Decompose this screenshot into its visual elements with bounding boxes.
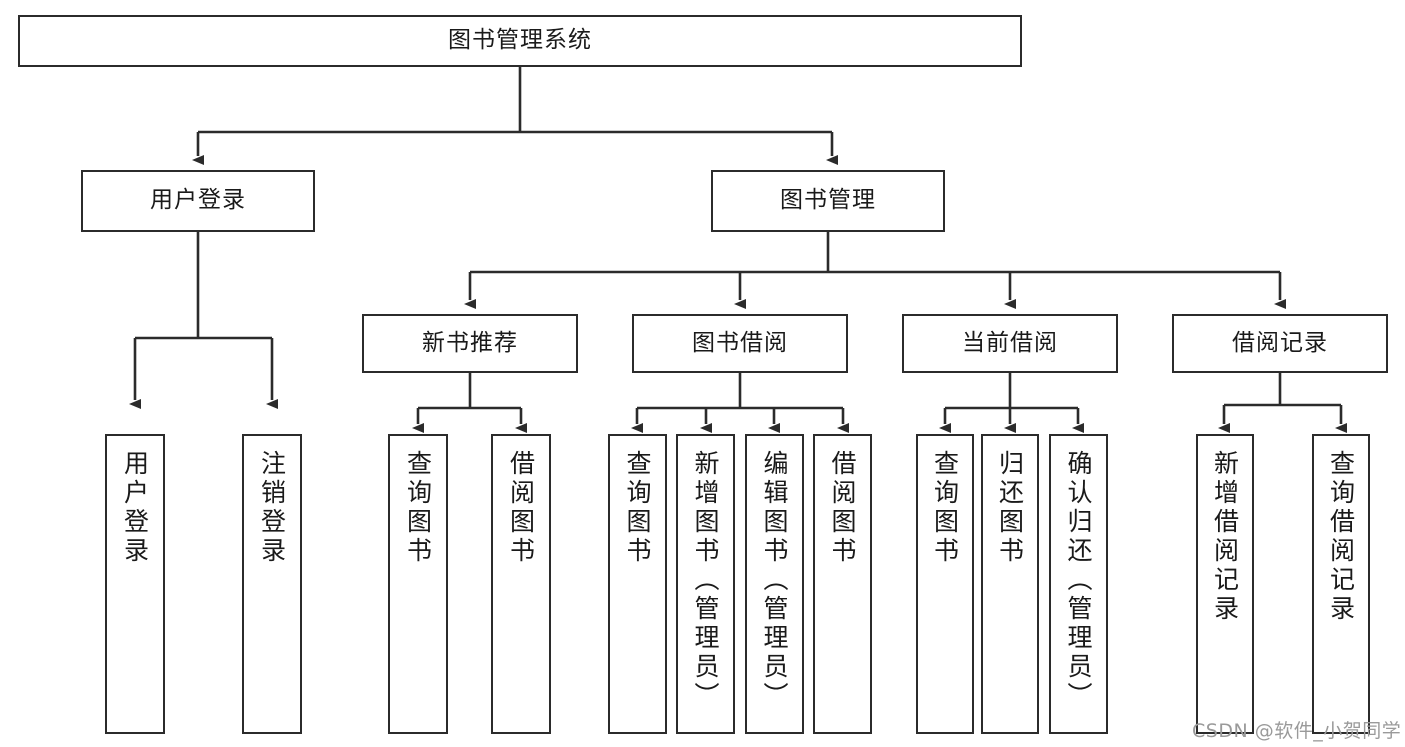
node-label: 注销登录 xyxy=(257,450,287,566)
leaf-add-book-admin[interactable]: 新增图书（管理员） xyxy=(676,434,735,734)
node-label: 新增图书（管理员） xyxy=(691,450,720,711)
leaf-query-borrow-record[interactable]: 查询借阅记录 xyxy=(1312,434,1370,734)
node-label: 归还图书 xyxy=(995,450,1025,566)
node-label: 当前借阅 xyxy=(962,329,1058,356)
node-label: 新增借阅记录 xyxy=(1210,450,1240,624)
csdn-watermark: CSDN @软件_小贺同学 xyxy=(1192,720,1402,742)
leaf-user-login[interactable]: 用户登录 xyxy=(105,434,165,734)
leaf-borrow-book[interactable]: 借阅图书 xyxy=(813,434,872,734)
node-book-borrow[interactable]: 图书借阅 xyxy=(632,314,848,373)
node-label: 编辑图书（管理员） xyxy=(760,450,789,711)
node-label: 借阅图书 xyxy=(828,450,857,566)
node-current-borrow[interactable]: 当前借阅 xyxy=(902,314,1118,373)
leaf-borrow-book-recommend[interactable]: 借阅图书 xyxy=(491,434,551,734)
leaf-user-logout[interactable]: 注销登录 xyxy=(242,434,302,734)
node-label: 查询图书 xyxy=(623,450,652,566)
leaf-query-book[interactable]: 查询图书 xyxy=(608,434,667,734)
leaf-query-book-recommend[interactable]: 查询图书 xyxy=(388,434,448,734)
leaf-query-book-current[interactable]: 查询图书 xyxy=(916,434,974,734)
leaf-add-borrow-record[interactable]: 新增借阅记录 xyxy=(1196,434,1254,734)
node-book-management[interactable]: 图书管理 xyxy=(711,170,945,232)
node-borrow-record[interactable]: 借阅记录 xyxy=(1172,314,1388,373)
node-label: 借阅记录 xyxy=(1232,329,1328,356)
node-label: 查询借阅记录 xyxy=(1326,450,1356,624)
leaf-edit-book-admin[interactable]: 编辑图书（管理员） xyxy=(745,434,804,734)
node-label: 图书管理系统 xyxy=(448,27,592,54)
leaf-return-book[interactable]: 归还图书 xyxy=(981,434,1039,734)
node-label: 确认归还（管理员） xyxy=(1064,450,1093,711)
node-new-book-recommend[interactable]: 新书推荐 xyxy=(362,314,578,373)
node-label: 新书推荐 xyxy=(422,329,518,356)
node-label: 查询图书 xyxy=(930,450,960,566)
leaf-confirm-return-admin[interactable]: 确认归还（管理员） xyxy=(1049,434,1108,734)
node-label: 图书管理 xyxy=(780,187,876,214)
node-root-system[interactable]: 图书管理系统 xyxy=(18,15,1022,67)
node-label: 用户登录 xyxy=(150,187,246,214)
node-label: 查询图书 xyxy=(403,450,433,566)
node-user-login[interactable]: 用户登录 xyxy=(81,170,315,232)
node-label: 用户登录 xyxy=(120,450,150,566)
node-label: 借阅图书 xyxy=(506,450,536,566)
node-label: 图书借阅 xyxy=(692,329,788,356)
